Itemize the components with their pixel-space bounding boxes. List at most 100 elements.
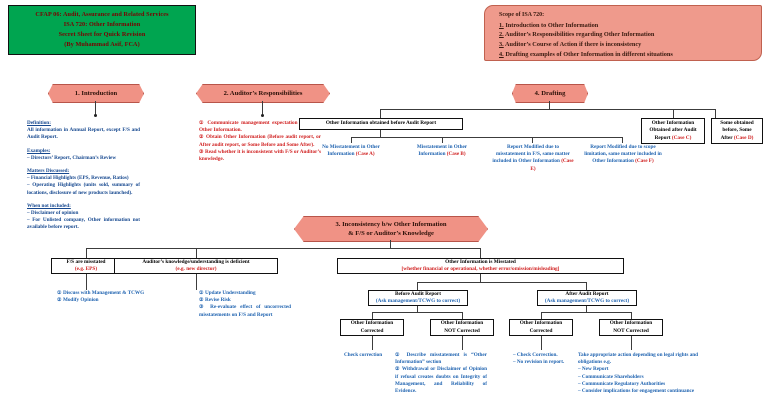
scope-item-2-num: 2.	[499, 31, 504, 39]
definition-heading: Definition:	[27, 120, 51, 126]
after-corrected-line-2: Corrected	[529, 327, 553, 334]
after-report-case: (Case C)	[671, 134, 692, 141]
before-not-corrected-note-2: ② Withdrawal or Disclaimer of Opinion if…	[395, 366, 487, 395]
after-report-line-1: Other Information	[651, 119, 695, 126]
connector-draft-stem	[549, 101, 550, 109]
connector-resp-dot	[260, 114, 264, 117]
scope-item-3-num: 3.	[499, 41, 504, 49]
not-included-item-2: – For Unlisted company, Other informatio…	[27, 217, 140, 231]
examples-body: – Directors’ Report, Chairman’s Review	[27, 154, 117, 161]
before-audit-report-box: Before Audit Report (Ask management/TCWG…	[368, 290, 468, 306]
after-report-line-3: Report (Case C)	[654, 134, 692, 141]
scope-item-4-text: Drafting examples of Other Information i…	[505, 50, 673, 58]
connector-cases-bus	[351, 137, 622, 138]
responsibility-item-3: ③ Read whether it is inconsistent with F…	[199, 148, 321, 163]
scope-item-4-num: 4.	[499, 50, 504, 58]
connector-after-corrected-note	[541, 336, 542, 350]
case-b-label: (Case B)	[446, 151, 466, 158]
before-not-corrected-notes: ① Describe misstatement is “Other Inform…	[395, 352, 487, 395]
title-banner: CFAP 06: Audit, Assurance and Related Se…	[8, 5, 196, 55]
knowledge-action-2: ② Revise Risk	[199, 297, 231, 304]
before-corrected-box: Other Information Corrected	[340, 319, 404, 336]
not-included-item-1: – Disclaimer of opinion	[27, 210, 79, 217]
before-subtitle: (Ask management/TCWG to correct)	[375, 298, 461, 304]
before-title: Before Audit Report	[394, 290, 442, 297]
branch-knowledge-deficient-box: Auditor’s knowledge/understanding is def…	[114, 258, 278, 274]
connector-branch1-drop	[86, 248, 87, 258]
connector-before-drop	[417, 282, 418, 290]
matters-heading: Matters Discussed:	[27, 168, 70, 175]
after-corrected-line-1: Other Information	[519, 320, 563, 327]
after-not-corrected-item-3: – Communicate Regulatory Authorities	[578, 380, 666, 387]
connector-incons-bus	[86, 248, 480, 249]
matters-item-2: – Operating Highlights (units sold, summ…	[27, 182, 140, 196]
branch-fs-title: F/S are misstated	[66, 258, 106, 265]
introduction-body: Definition: All information in Annual Re…	[27, 120, 140, 232]
case-a-label: (Case A)	[355, 151, 375, 158]
connector-draft-after-drop	[673, 109, 674, 118]
not-included-heading: When not included:	[27, 202, 71, 209]
after-audit-report-box: After Audit Report (Ask management/TCWG …	[537, 290, 637, 306]
connector-branch2-actions	[196, 274, 197, 290]
section-chip-responsibilities: 2. Auditor’s Responsibilities	[196, 84, 330, 103]
scope-item-4: 4. Drafting examples of Other Informatio…	[499, 50, 761, 60]
matters-item-1: – Financial Highlights (EPS, Revenue, Ra…	[27, 175, 129, 182]
case-e-text: Report Modified due to misstatement in F…	[492, 144, 570, 165]
connector-branch2-drop	[196, 248, 197, 258]
responsibilities-body: ① Communicate management expectation to …	[199, 120, 321, 163]
connector-before-corrected-note	[372, 336, 373, 350]
branch-fs-actions: ① Discuss with Management & TCWG ② Modif…	[57, 290, 145, 304]
case-b-text: Misstatement in Other Information	[416, 144, 468, 158]
connector-case-f	[622, 137, 623, 143]
after-corrected-note-1: – Check Correction.	[513, 352, 558, 358]
inconsistency-chip-line-1: 3. Inconsistency b/w Other Information	[335, 220, 447, 228]
before-corrected-note: Check correction	[344, 352, 383, 358]
mixed-line-1: Some obtained	[720, 119, 754, 126]
scope-banner: Scope of ISA 720: 1. Introduction to Oth…	[484, 5, 762, 61]
after-title: After Audit Report	[565, 290, 609, 297]
branch-fs-misstated-box: F/S are misstated (e.g. EPS)	[51, 258, 121, 274]
responsibility-item-2: ② Obtain Other Information (Before audit…	[199, 134, 321, 148]
branch-oi-misstated-box: Other Information is Misstated [whether …	[337, 258, 624, 274]
section-chip-drafting: 4. Drafting	[512, 84, 588, 103]
connector-after-split-stem	[586, 306, 587, 312]
before-not-corrected-line-1: Other Information	[440, 320, 484, 327]
before-not-corrected-note-1: ① Describe misstatement is “Other Inform…	[395, 352, 487, 366]
drafting-mixed-box: Some obtained before, Some After (Case D…	[711, 118, 763, 144]
connector-oi-bus	[417, 282, 586, 283]
definition-body: All information in Annual Report, except…	[27, 127, 140, 141]
connector-incons-stem	[390, 240, 391, 248]
branch-fs-subtitle: (e.g. EPS)	[74, 266, 98, 272]
drafting-case-e: Report Modified due to misstatement in F…	[492, 144, 574, 173]
section-chip-introduction: 1. Introduction	[48, 84, 144, 103]
title-line-3: Secret Sheet for Quick Revision	[58, 31, 146, 38]
after-not-corrected-line-2: NOT Corrected	[613, 327, 649, 334]
connector-case-e	[532, 137, 533, 143]
connector-intro-dot	[93, 114, 97, 117]
drafting-main-box: Other Information obtained before Audit …	[299, 118, 463, 130]
scope-item-3-text: Auditor’s Course of Action if there is i…	[504, 41, 642, 49]
scope-item-1-text: Introduction to Other Information	[505, 21, 599, 29]
before-not-corrected-line-2: NOT Corrected	[444, 327, 480, 334]
knowledge-action-1: ① Update Understanding	[199, 290, 256, 296]
after-not-corrected-line-1: Other Information	[609, 320, 653, 327]
branch-knowledge-subtitle: (e.g. new director)	[175, 266, 217, 272]
mixed-case: (Case D)	[733, 134, 754, 141]
connector-cases-stem	[380, 130, 381, 137]
after-not-corrected-item-4: – Consider implications for engagement c…	[578, 388, 695, 395]
connector-before-not-corrected-note	[462, 336, 463, 350]
connector-case-a	[351, 137, 352, 143]
section-chip-inconsistency: 3. Inconsistency b/w Other Information &…	[294, 216, 488, 242]
connector-branch3-drop	[480, 248, 481, 258]
after-corrected-note-2: – No revision in report.	[513, 359, 565, 366]
before-corrected-line-1: Other Information	[350, 320, 394, 327]
connector-before-corrected	[372, 312, 373, 319]
connector-before-not-corrected	[462, 312, 463, 319]
connector-oi-stem	[480, 274, 481, 282]
scope-item-2: 2. Auditor’s Responsibilities regarding …	[499, 30, 761, 40]
drafting-case-f: Report Modified due to scope limitation,…	[582, 144, 664, 166]
case-f-label: (Case F)	[635, 158, 654, 165]
responsibility-item-1: ① Communicate management expectation to …	[199, 120, 321, 134]
scope-item-1: 1. Introduction to Other Information	[499, 21, 761, 31]
connector-after-not-corrected	[631, 312, 632, 319]
